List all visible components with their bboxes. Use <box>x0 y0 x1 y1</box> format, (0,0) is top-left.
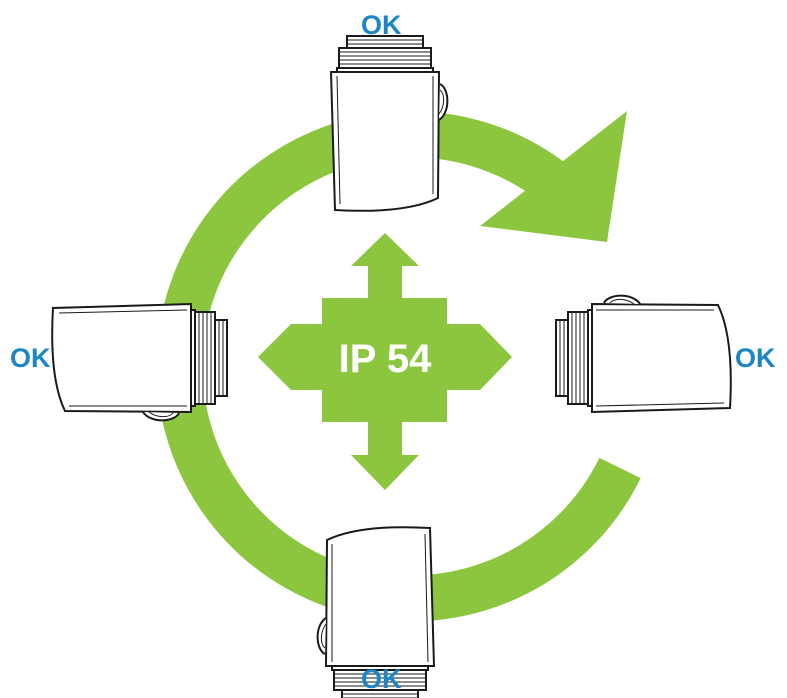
rotation-arrowhead <box>480 111 627 242</box>
four-direction-arrows-icon <box>258 233 512 490</box>
sensor-device-icon <box>555 294 732 413</box>
ip-rating-label: IP 54 <box>339 337 432 381</box>
sensor-device-icon <box>330 35 449 212</box>
sensor-device-icon <box>51 303 228 422</box>
ok-label-left: OK <box>10 343 51 373</box>
ok-label-right: OK <box>735 343 776 373</box>
ok-label-top: OK <box>361 10 402 40</box>
ok-label-bottom: OK <box>361 664 402 694</box>
